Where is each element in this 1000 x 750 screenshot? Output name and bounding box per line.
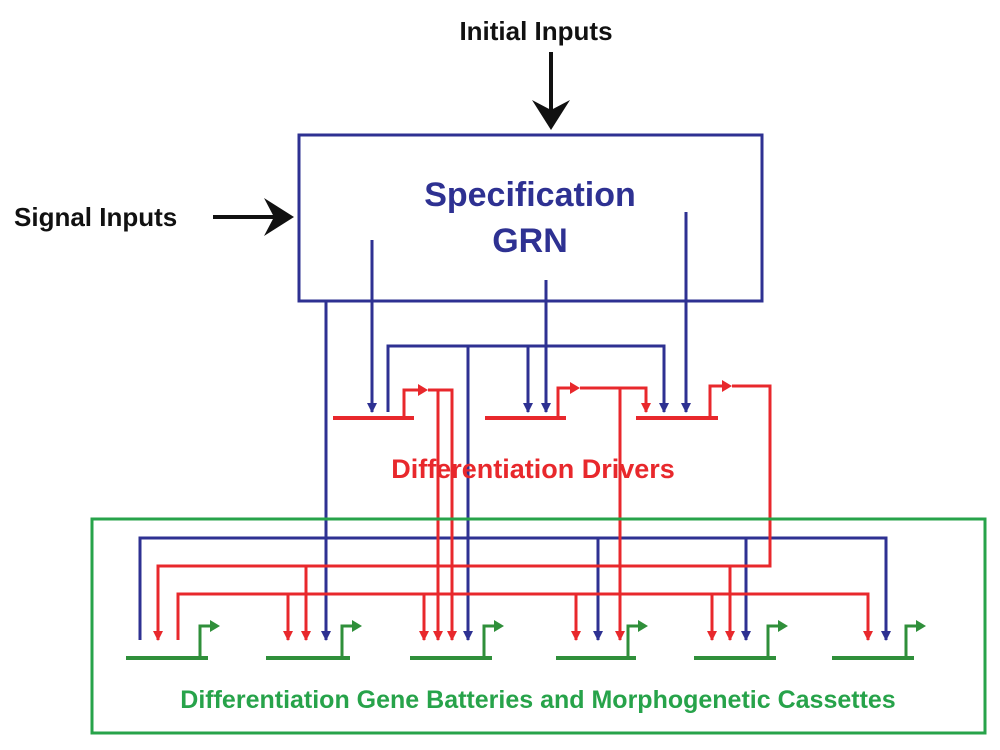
- battery-gene-6: [832, 620, 926, 660]
- signal-inputs-label: Signal Inputs: [14, 202, 177, 232]
- battery-gene-2: [266, 620, 362, 660]
- battery-gene-1: [126, 620, 220, 660]
- signal-inputs-arrow: [213, 198, 294, 236]
- driver-output-links: [153, 384, 873, 641]
- driver-gene-1: [333, 384, 428, 420]
- gene-batteries-label: Differentiation Gene Batteries and Morph…: [180, 686, 895, 714]
- battery-gene-5: [694, 620, 788, 660]
- differentiation-drivers-label: Differentiation Drivers: [391, 454, 675, 484]
- battery-gene-3: [410, 620, 504, 660]
- initial-inputs-label: Initial Inputs: [459, 16, 612, 46]
- driver-gene-3: [636, 380, 732, 420]
- specification-grn-subtitle: GRN: [492, 222, 568, 260]
- gene-batteries-frame: [90, 517, 987, 735]
- driver-gene-2: [485, 382, 580, 420]
- specification-grn-box: [297, 133, 764, 303]
- battery-gene-4: [556, 620, 648, 660]
- grn-to-driver-links: [367, 212, 691, 413]
- initial-inputs-arrow: [532, 52, 570, 130]
- grn-to-battery-links: [138, 301, 891, 641]
- specification-grn-title: Specification: [424, 176, 636, 214]
